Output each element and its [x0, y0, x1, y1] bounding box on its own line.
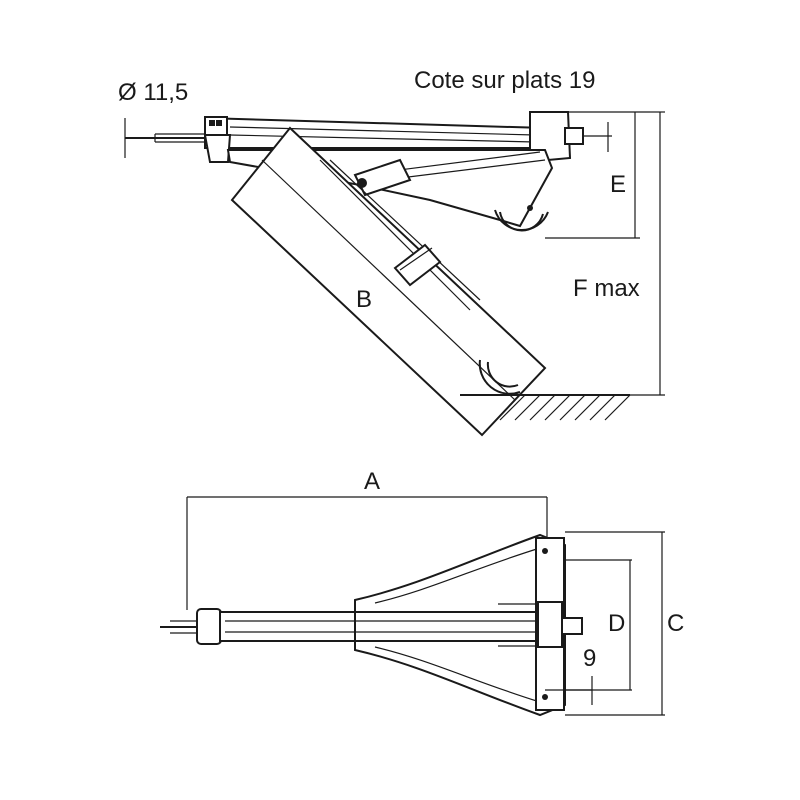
right-bracket [529, 111, 650, 162]
ground [460, 394, 631, 421]
label-c: C [667, 610, 684, 637]
threaded-rod [124, 118, 205, 158]
label-9: 9 [583, 645, 596, 672]
label-d: D [608, 610, 625, 637]
top-bar-body [219, 611, 541, 642]
label-flats: Cote sur plats 19 [414, 67, 595, 94]
top-rod-end [160, 608, 222, 645]
side-view: Ø 11,5 Cote sur plats 19 E B F max [118, 67, 665, 437]
side-dimensions [545, 111, 665, 396]
top-dimensions [186, 496, 665, 716]
top-view: A C D 9 [160, 468, 684, 717]
label-fmax: F max [573, 275, 640, 302]
bracket-plate [498, 537, 583, 711]
label-diameter: Ø 11,5 [118, 79, 188, 106]
label-a: A [364, 468, 380, 495]
label-e: E [610, 171, 626, 198]
link-cylinder [353, 158, 412, 197]
main-leg [230, 126, 547, 437]
label-b: B [356, 286, 372, 313]
